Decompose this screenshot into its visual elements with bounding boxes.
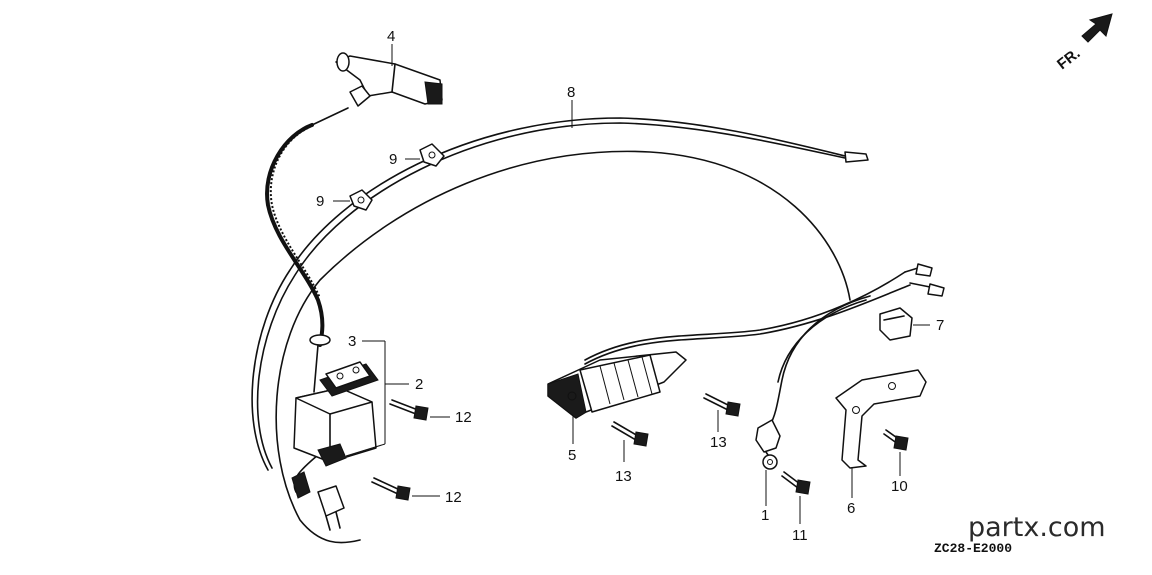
watermark: partx.com (968, 512, 1106, 543)
part-code: ZC28-E2000 (934, 541, 1012, 556)
callout-7: 7 (936, 317, 944, 334)
bolt-10 (883, 429, 909, 451)
bolt-13-left (611, 421, 649, 447)
wire-terminal-end (844, 151, 945, 297)
callouts: 1 2 3 4 5 6 7 8 9 9 10 11 12 12 13 13 (316, 28, 944, 544)
callout-12b: 12 (445, 489, 462, 506)
callout-1: 1 (761, 507, 769, 524)
bolt-13-right (703, 393, 741, 417)
bolt-11 (781, 471, 811, 495)
callout-2: 2 (415, 376, 423, 393)
connector-bottom (317, 485, 345, 531)
callout-13a: 13 (710, 434, 727, 451)
callout-3: 3 (348, 333, 356, 350)
callout-4: 4 (387, 28, 395, 45)
ground-terminal (755, 419, 781, 470)
callout-10: 10 (891, 478, 908, 495)
callout-6: 6 (847, 500, 855, 517)
charge-coil (547, 351, 687, 419)
ignition-coil (293, 334, 379, 467)
cord-clip (879, 307, 913, 341)
orientation-label: FR. (1054, 45, 1084, 73)
wire-clip-lower (349, 189, 373, 211)
callout-8: 8 (567, 84, 575, 101)
wire-harness (251, 107, 936, 544)
front-arrow-icon (1081, 13, 1113, 43)
bolt-12-upper (389, 399, 429, 421)
bolt-12-lower (371, 477, 411, 501)
bracket (835, 369, 927, 469)
wire-clip-upper (419, 143, 445, 167)
callout-9a: 9 (389, 151, 397, 168)
callout-13b: 13 (615, 468, 632, 485)
callout-5: 5 (568, 447, 576, 464)
callout-11: 11 (792, 527, 808, 544)
callout-9b: 9 (316, 193, 324, 210)
callout-12a: 12 (455, 409, 472, 426)
leader-lines (333, 44, 930, 524)
connector-left (291, 471, 311, 499)
spark-plug-cap (335, 52, 443, 107)
